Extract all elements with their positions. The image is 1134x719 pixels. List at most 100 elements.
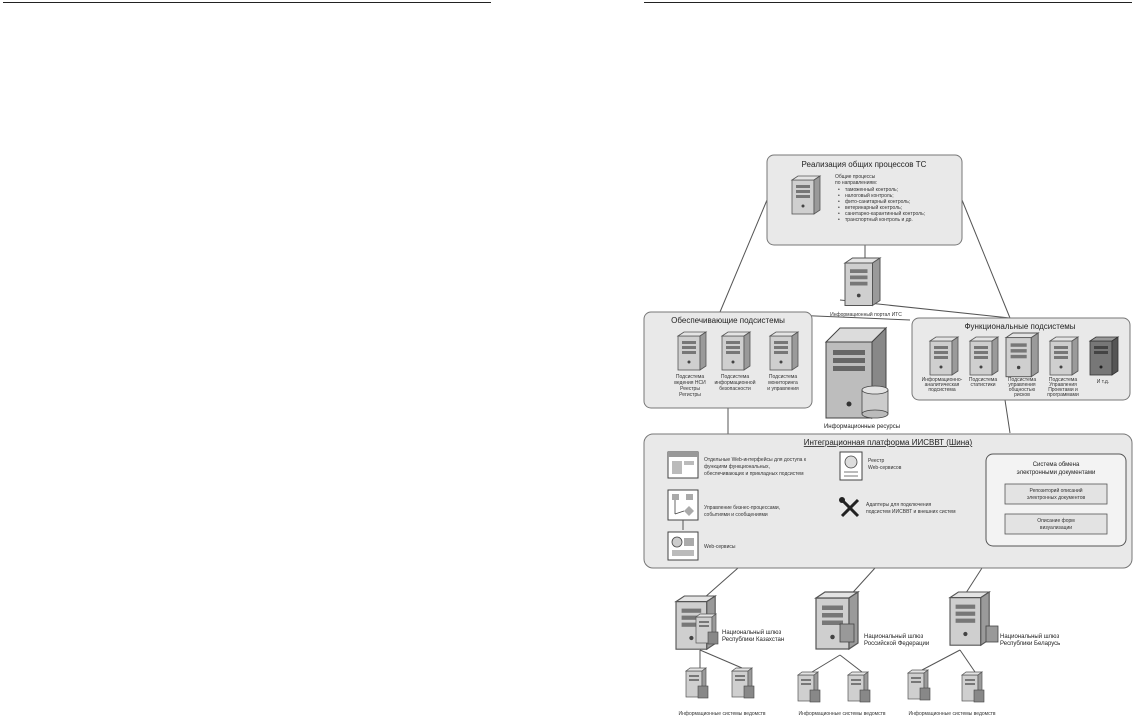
integration-platform-panel: Интеграционная платформа ИИСВВТ (Шина) О… <box>643 433 1133 569</box>
svg-text:•: • <box>838 217 840 223</box>
portal-label: Информационный портал ИТС <box>830 311 902 318</box>
right-item-statistics: Подсистема статистики <box>969 377 997 388</box>
svg-text:Подсистема: Подсистема <box>676 374 704 380</box>
edoc-repository-box: Репозиторий описаний электронных докумен… <box>1004 483 1108 505</box>
bullet-item: налоговый контроль; <box>845 192 894 199</box>
svg-text:визуализации: визуализации <box>1040 525 1072 531</box>
svg-text:событиями и сообщениями: событиями и сообщениями <box>704 512 768 518</box>
svg-text:•: • <box>838 211 840 217</box>
svg-text:Управление бизнес-процессами,: Управление бизнес-процессами, <box>704 505 780 511</box>
svg-text:Национальный шлюз: Национальный шлюз <box>864 633 924 640</box>
integration-platform-title: Интеграционная платформа ИИСВВТ (Шина) <box>804 438 973 447</box>
svg-text:мониторинга: мониторинга <box>768 380 798 386</box>
tools-icon <box>839 497 860 518</box>
supporting-subsystems-panel: Обеспечивающие подсистемы Подсистема вед… <box>643 311 813 409</box>
server-icon <box>1005 332 1039 378</box>
svg-text:аналитическая: аналитическая <box>925 382 960 388</box>
svg-text:Республики Беларусь: Республики Беларусь <box>1000 641 1060 647</box>
svg-text:Подсистема: Подсистема <box>721 374 749 380</box>
svg-text:ведения НСИ: ведения НСИ <box>674 380 706 386</box>
information-resources: Информационные ресурсы <box>824 326 900 430</box>
svg-text:информационной: информационной <box>715 379 756 386</box>
server-icon <box>949 591 990 646</box>
server-icon <box>791 175 821 215</box>
svg-text:Реестр: Реестр <box>868 458 884 464</box>
right-item-risks: Подсистема управления общностью рисков <box>1008 377 1036 398</box>
svg-text:Информационные системы ведомст: Информационные системы ведомств <box>678 711 765 717</box>
svg-text:•: • <box>838 193 840 199</box>
general-processes-title: Реализация общих процессов ТС <box>802 160 927 169</box>
svg-text:статистики: статистики <box>970 382 995 388</box>
server-icon <box>677 331 707 371</box>
document-icon <box>985 625 999 643</box>
web-services-block: Web-сервисы <box>667 531 736 561</box>
workstation-icon <box>961 671 985 703</box>
web-ui-block: Отдельные Web-интерфейсы для доступа к ф… <box>667 451 807 479</box>
bullet-item: ветеринарный контроль; <box>845 204 902 211</box>
svg-text:Реестры: Реестры <box>680 386 700 392</box>
svg-text:программами: программами <box>1047 392 1079 398</box>
server-icon <box>1089 336 1119 376</box>
right-item-etc: И т.д. <box>1097 379 1109 385</box>
functional-subsystems-panel: Функциональные подсистемы Информационно-… <box>911 317 1131 401</box>
workstation-icon <box>685 667 709 699</box>
server-icon <box>929 336 959 376</box>
processes-intro-2: по направлениям: <box>835 180 877 186</box>
workstation-icon <box>907 669 931 701</box>
svg-text:безопасности: безопасности <box>719 386 751 392</box>
right-header-rule <box>644 2 1132 3</box>
supporting-subsystems-title: Обеспечивающие подсистемы <box>671 316 785 325</box>
svg-text:и управления: и управления <box>767 386 799 392</box>
svg-text:•: • <box>838 199 840 205</box>
svg-text:общностью: общностью <box>1009 387 1036 393</box>
connector-lines <box>699 199 1011 673</box>
left-item-nsi: Подсистема ведения НСИ Реестры Регистры <box>674 374 706 398</box>
svg-text:рисков: рисков <box>1014 392 1030 398</box>
bullet-item: санитарно-карантинный контроль; <box>845 210 925 217</box>
portal-server: Информационный портал ИТС <box>830 257 902 318</box>
svg-text:обеспечивающих и прикладных по: обеспечивающих и прикладных подсистем <box>704 471 804 477</box>
functional-subsystems-title: Функциональные подсистемы <box>964 322 1075 331</box>
registry-block: Реестр Web-сервисов <box>839 451 902 481</box>
resources-label: Информационные ресурсы <box>824 424 900 430</box>
svg-text:управления: управления <box>1008 382 1036 388</box>
edoc-forms-box: Описание форм визуализации <box>1004 513 1108 535</box>
bullet-item: фито-санитарный контроль; <box>845 198 910 205</box>
server-icon <box>1049 336 1079 376</box>
process-flow-icon <box>667 489 699 521</box>
workstation-icon <box>731 667 755 699</box>
bullet-item: транспортный контроль и др. <box>845 216 913 223</box>
svg-text:Система обмена: Система обмена <box>1033 462 1080 468</box>
svg-text:Республики Казахстан: Республики Казахстан <box>722 637 784 643</box>
svg-text:функциям функциональных,: функциям функциональных, <box>704 464 770 470</box>
adapters-block: Адаптеры для подключения подсистем ИИСВВ… <box>839 497 956 518</box>
svg-text:Национальный шлюз: Национальный шлюз <box>722 629 782 636</box>
svg-text:подсистема: подсистема <box>928 387 956 393</box>
processes-intro-1: Общие процессы <box>835 174 876 180</box>
svg-text:Информационно-: Информационно- <box>922 377 963 383</box>
svg-text:Подсистема: Подсистема <box>769 374 797 380</box>
gateway-kazakhstan: Национальный шлюз Республики Казахстан И… <box>675 595 784 717</box>
svg-text:Российской Федерации: Российской Федерации <box>864 640 929 647</box>
gateway-russia: Национальный шлюз Российской Федерации И… <box>797 591 929 717</box>
right-item-analytics: Информационно- аналитическая подсистема <box>922 377 963 393</box>
svg-text:электронных документов: электронных документов <box>1027 495 1086 501</box>
database-icon <box>861 385 889 419</box>
svg-text:Информационные системы ведомст: Информационные системы ведомств <box>908 711 995 717</box>
svg-text:Подсистема: Подсистема <box>969 377 997 383</box>
globe-document-icon <box>839 451 863 481</box>
svg-text:Адаптеры для подключения: Адаптеры для подключения <box>866 502 931 508</box>
svg-text:Информационные системы ведомст: Информационные системы ведомств <box>798 711 885 717</box>
svg-text:Подсистема: Подсистема <box>1049 377 1077 383</box>
svg-text:Подсистема: Подсистема <box>1008 377 1036 383</box>
svg-text:Web-сервисов: Web-сервисов <box>868 465 902 471</box>
server-icon <box>844 257 881 307</box>
bullet-item: таможенный контроль; <box>845 186 898 193</box>
svg-text:•: • <box>838 187 840 193</box>
svg-text:подсистем ИИСВВТ и внешних сис: подсистем ИИСВВТ и внешних систем <box>866 509 956 515</box>
svg-text:Отдельные Web-интерфейсы для д: Отдельные Web-интерфейсы для доступа к <box>704 456 807 463</box>
left-item-monitoring: Подсистема мониторинга и управления <box>767 374 799 392</box>
left-item-security: Подсистема информационной безопасности <box>715 374 756 392</box>
svg-text:Web-сервисы: Web-сервисы <box>704 544 736 550</box>
